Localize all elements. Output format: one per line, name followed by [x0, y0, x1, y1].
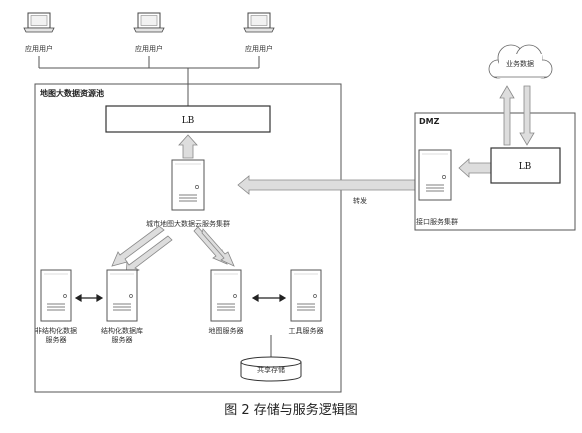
bidirectional-arrow-left	[74, 293, 104, 303]
forward-arrow-icon	[237, 175, 416, 195]
structured-server-label-1: 结构化数据库	[101, 326, 143, 335]
dmz-lb-box	[490, 147, 561, 184]
figure-caption: 图 2 存储与服务逻辑图	[224, 402, 358, 418]
pool-lb-box	[105, 105, 271, 133]
structured-server-label-2: 服务器	[112, 335, 133, 344]
shared-storage-label: 共享存储	[257, 365, 285, 374]
left-arrow-icon	[458, 158, 492, 178]
cloud-down-arrow-icon	[519, 85, 535, 146]
cluster-structured-arrows	[111, 225, 173, 277]
cloud-up-arrow-icon	[499, 85, 515, 146]
user-laptop-1: 应用用户	[23, 12, 55, 53]
up-arrow-icon	[178, 134, 198, 159]
dmz-box	[414, 112, 576, 231]
map-server-label: 地图服务器	[209, 326, 244, 335]
forward-label: 转发	[353, 196, 367, 205]
laptop-icon	[23, 12, 55, 33]
interface-cluster-label: 接口服务集群	[416, 217, 458, 226]
user-laptop-3: 应用用户	[243, 12, 275, 53]
shared-storage-icon	[240, 356, 302, 382]
tool-server-label: 工具服务器	[289, 326, 324, 335]
laptop-icon	[243, 12, 275, 33]
unstructured-server-label-1: 非结构化数据	[35, 326, 77, 335]
laptop-icon	[133, 12, 165, 33]
user-label: 应用用户	[25, 44, 53, 53]
interface-server-icon	[418, 149, 452, 201]
user-network-lines	[38, 56, 260, 106]
business-data-label: 业务数据	[506, 59, 534, 68]
dmz-title: DMZ	[419, 117, 440, 126]
resource-pool-box	[34, 83, 342, 393]
cluster-server-icon	[171, 159, 205, 211]
user-label: 应用用户	[135, 44, 163, 53]
map-server-icon	[210, 269, 242, 322]
unstructured-server-label-2: 服务器	[46, 335, 67, 344]
resource-pool-title: 地图大数据资源池	[40, 88, 104, 98]
pool-lb-label: LB	[182, 116, 195, 126]
tool-server-icon	[290, 269, 322, 322]
unstructured-server-icon	[40, 269, 72, 322]
business-data-cloud-icon	[488, 44, 553, 79]
structured-server-icon	[106, 269, 138, 322]
cluster-label: 城市地图大数据云服务集群	[146, 219, 230, 228]
user-laptop-2: 应用用户	[133, 12, 165, 53]
user-label: 应用用户	[245, 44, 273, 53]
cluster-map-arrows	[193, 226, 235, 267]
dmz-lb-label: LB	[519, 162, 532, 172]
bidirectional-arrow-right	[251, 293, 287, 303]
